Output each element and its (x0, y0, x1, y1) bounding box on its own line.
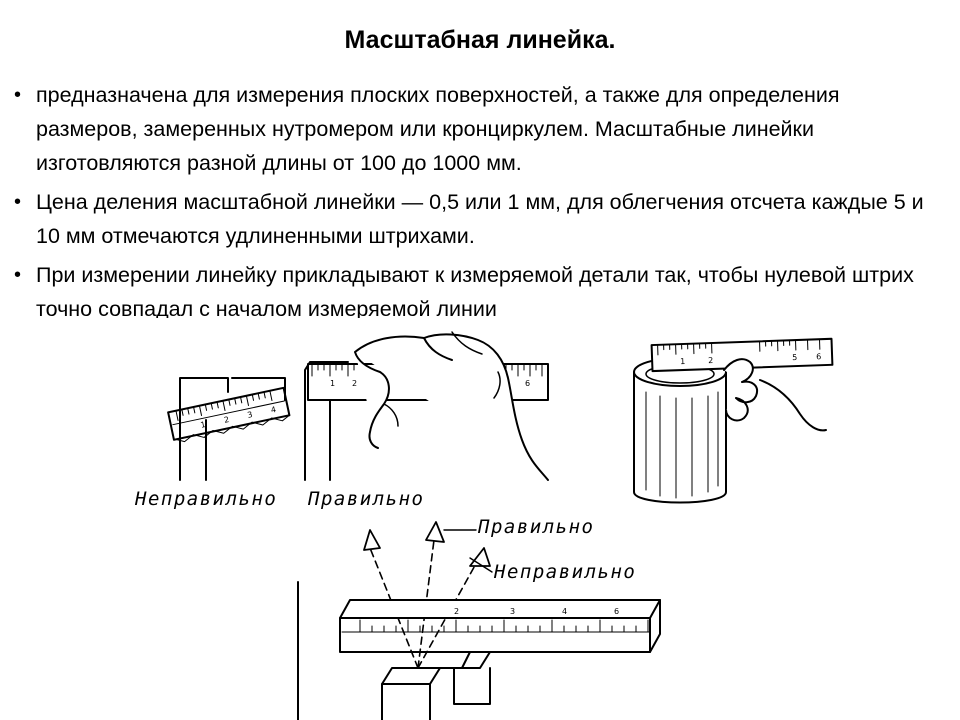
ruler-number: 3 (247, 410, 254, 420)
ruler-number: 2 (708, 356, 713, 365)
bullet-item: предназначена для измерения плоских пове… (14, 78, 944, 180)
correct-placement-drawing: 1 2 5 6 (304, 331, 549, 481)
label-incorrect-bottom: Неправильно (493, 561, 636, 583)
page-title: Масштабная линейка. (344, 26, 616, 54)
hand-drawing (354, 333, 549, 481)
label-incorrect-top: Неправильно (134, 488, 277, 510)
ruler-number: 1 (330, 379, 335, 388)
ruler-number: 4 (562, 607, 567, 616)
ruler-number: 2 (454, 607, 459, 616)
ruler-number: 1 (200, 420, 207, 430)
ruler-number: 6 (614, 607, 619, 616)
label-correct-bottom: Правильно (477, 516, 594, 538)
cylinder-measuring-drawing: 1 2 5 6 (633, 337, 834, 504)
ruler-number: 3 (510, 607, 515, 616)
ruler-tick-marks (359, 619, 649, 633)
fingers-drawing (723, 358, 827, 432)
ruler-number: 1 (680, 357, 685, 366)
ruler-number: 6 (525, 379, 530, 388)
bullet-item: Цена деления масштабной линейки — 0,5 ил… (14, 185, 944, 253)
ruler-number: 6 (816, 352, 821, 361)
incorrect-placement-drawing: 1 2 3 4 (167, 377, 291, 481)
bullet-item: При измерении линейку прикладывают к изм… (14, 258, 944, 318)
tilted-ruler: 1 2 3 4 (167, 386, 291, 443)
line-of-sight-diagram: 2 3 4 6 (297, 521, 661, 720)
label-correct-top: Правильно (307, 488, 424, 510)
ruler-number: 2 (352, 379, 357, 388)
ruler-number: 4 (270, 405, 277, 415)
bullet-list: предназначена для измерения плоских пове… (14, 78, 944, 323)
ruler-number: 2 (223, 415, 230, 425)
ruler-number: 5 (792, 353, 797, 362)
